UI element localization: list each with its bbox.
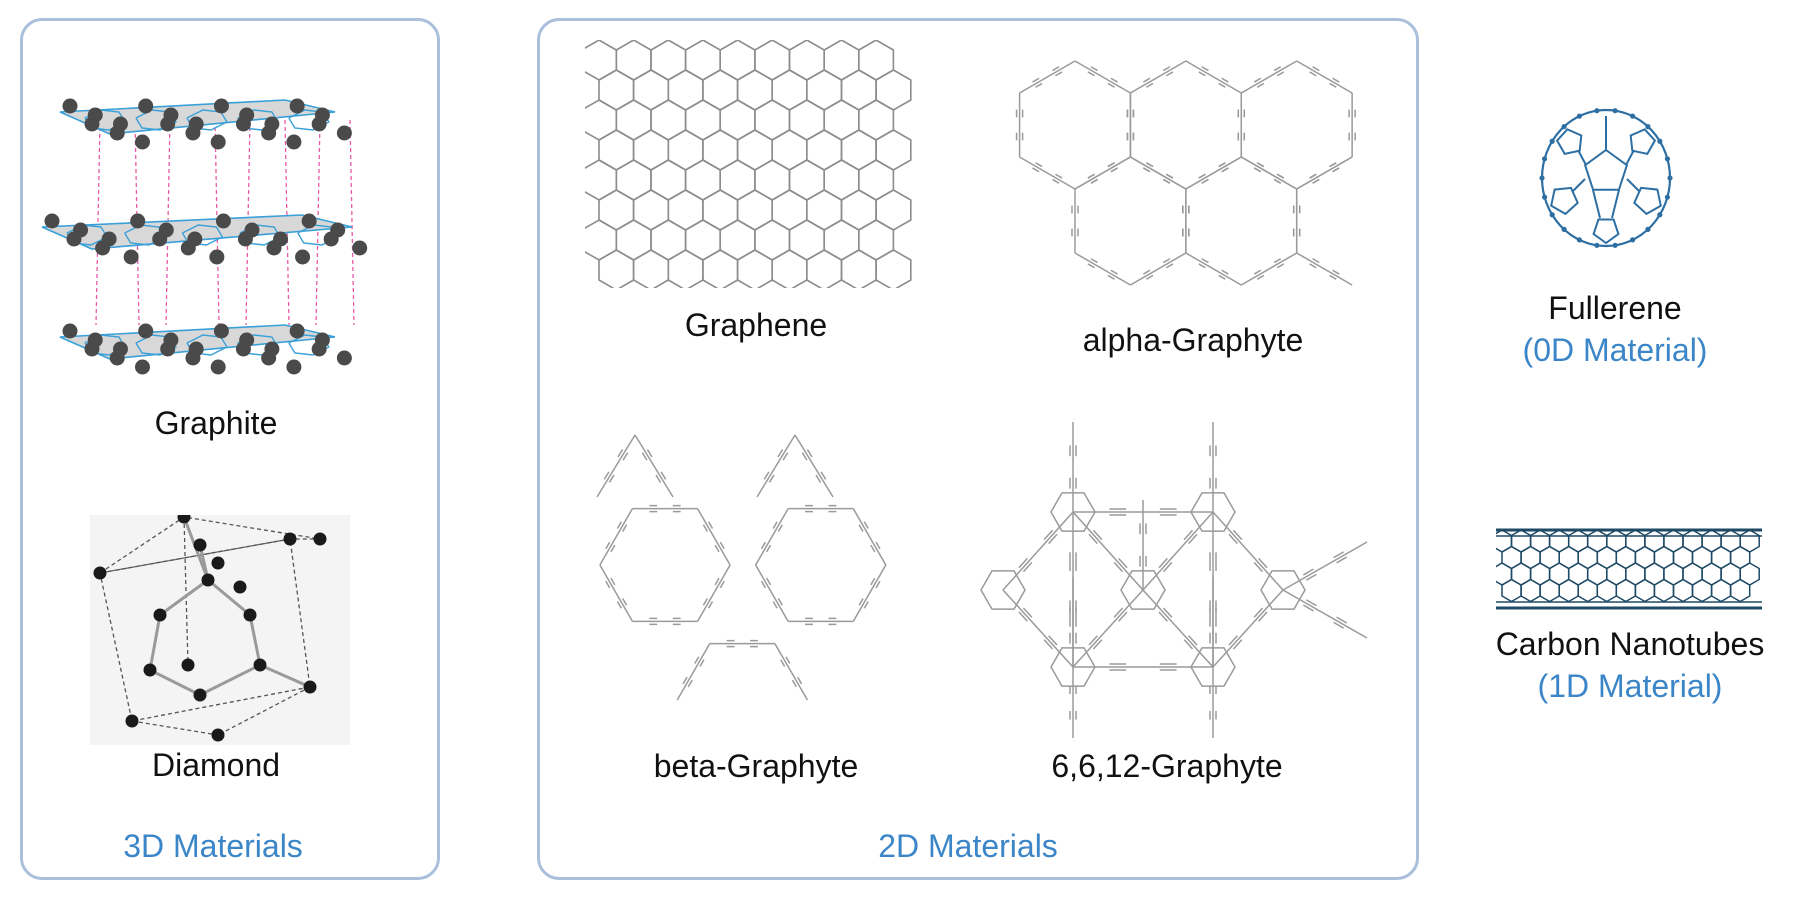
beta-graphyte-lattice-icon <box>585 415 925 735</box>
beta-graphyte-label: beta-Graphyte <box>653 748 859 784</box>
fullerene-molecule-icon <box>1538 105 1674 251</box>
graphite-label: Graphite <box>154 405 278 441</box>
fullerene-label: Fullerene <box>1548 290 1682 326</box>
nanotube-label: Carbon Nanotubes <box>1495 626 1765 662</box>
graphene-label: Graphene <box>684 307 828 343</box>
alpha-graphyte-lattice-icon <box>1015 40 1375 310</box>
nanotube-dimension: (1D Material) <box>1537 668 1723 704</box>
graphyte-6612-lattice-icon <box>975 402 1375 742</box>
graphite-structure-icon <box>40 60 400 400</box>
graphene-lattice-icon <box>585 40 925 288</box>
diamond-label: Diamond <box>151 747 281 783</box>
graphyte-6612-label: 6,6,12-Graphyte <box>1051 748 1283 784</box>
panel-3d-title: 3D Materials <box>123 828 303 864</box>
panel-2d-title: 2D Materials <box>878 828 1058 864</box>
fullerene-dimension: (0D Material) <box>1522 332 1708 368</box>
diamond-unit-cell-icon <box>90 515 350 745</box>
panel-2d-materials <box>537 18 1419 880</box>
carbon-nanotube-icon <box>1496 527 1762 611</box>
alpha-graphyte-label: alpha-Graphyte <box>1082 322 1304 358</box>
